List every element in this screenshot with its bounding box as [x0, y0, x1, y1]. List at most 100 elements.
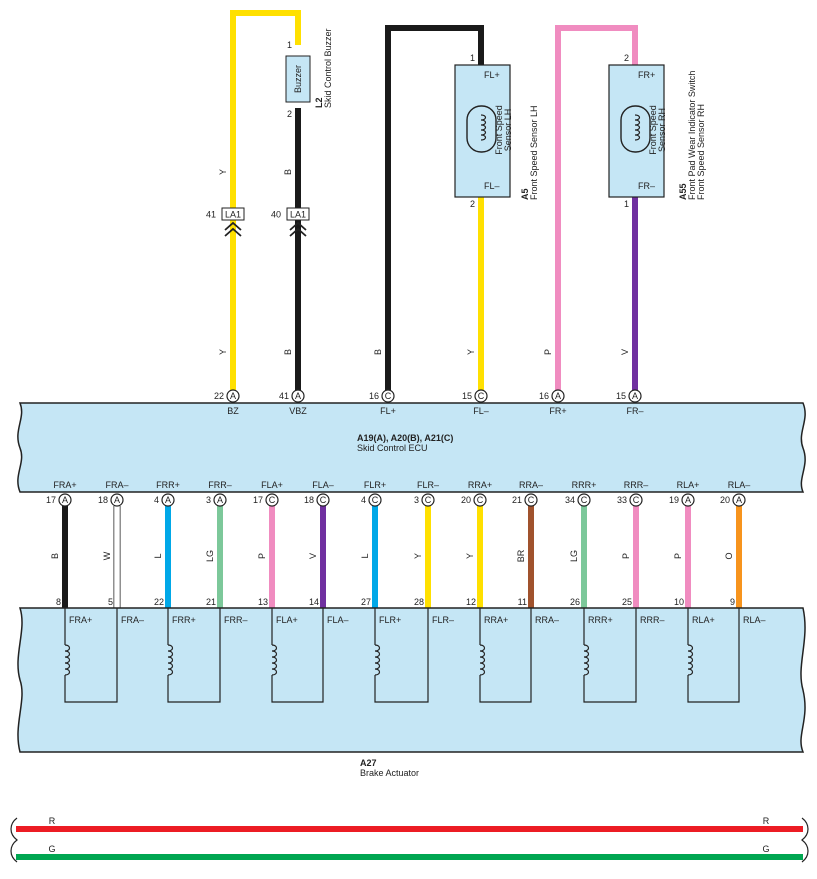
- skid-control-buzzer: Buzzer 1 2 L2 Skid Control Buzzer: [285, 28, 333, 119]
- wire-color-label: P: [621, 553, 631, 559]
- actuator-pin: 28: [414, 597, 424, 607]
- actuator-terminal-label: RRR–: [640, 615, 665, 625]
- actuator-pin: 21: [206, 597, 216, 607]
- actuator-wires: FRA+A17B8FRA–A18W5FRR+A4L22FRR–A3LG21FLA…: [46, 480, 750, 608]
- sensor-term-top: FR+: [638, 70, 655, 80]
- connector-circle: [551, 389, 565, 403]
- actuator-pin: 5: [108, 597, 113, 607]
- wire-fr-plus-p: [555, 25, 638, 393]
- sensor-inner-label: Sensor RH: [657, 108, 667, 152]
- actuator-terminal-label: RRA+: [484, 615, 508, 625]
- wire-color-label: V: [620, 349, 630, 355]
- wire-color-label: Y: [218, 349, 228, 355]
- actuator-terminal-label: FLR–: [432, 615, 454, 625]
- terminal-pin: 3: [206, 495, 211, 505]
- terminal-pin: 18: [304, 495, 314, 505]
- connector-letter: C: [581, 495, 588, 505]
- ecu-terminal-label: FRR–: [208, 480, 232, 490]
- connector-letter: A: [295, 391, 301, 401]
- connector-circle: [316, 493, 330, 507]
- front-speed-sensor-rh: FR+ FR– Front Speed Sensor RH 2 1 A55 Fr…: [608, 53, 706, 209]
- actuator-pin: 9: [730, 597, 735, 607]
- actuator-box: [17, 607, 806, 753]
- sensor-pin-top: 1: [470, 53, 475, 63]
- connector-circle: [473, 493, 487, 507]
- terminal-pin: 17: [253, 495, 263, 505]
- actuator-terminal-label: RLA+: [692, 615, 715, 625]
- connector-letter: C: [425, 495, 432, 505]
- solenoid-lead: [583, 608, 637, 703]
- sensor-pin-bottom: 2: [470, 199, 475, 209]
- coil-housing: [620, 105, 651, 153]
- actuator-terminal-label: FLA+: [276, 615, 298, 625]
- actuator-name: Brake Actuator: [360, 768, 419, 778]
- connector-letter: C: [320, 495, 327, 505]
- top-wire-color-labels: Y B Y B B Y P V: [218, 169, 630, 355]
- wire-color-label: P: [257, 553, 267, 559]
- skid-control-ecu: A19(A), A20(B), A21(C) Skid Control ECU …: [17, 389, 806, 493]
- ecu-terminal-label: RRA+: [468, 480, 492, 490]
- connector-letter: A: [736, 495, 742, 505]
- power-line-label: R: [763, 816, 770, 826]
- junction-pin: 40: [271, 210, 281, 220]
- connector-badge: C34: [565, 493, 591, 507]
- wire-color-label: B: [50, 553, 60, 559]
- terminal-pin: 16: [539, 391, 549, 401]
- connector-letter: C: [372, 495, 379, 505]
- ecu-terminal-label: FRA–: [105, 480, 128, 490]
- sensor-inner-label: Front Speed: [494, 105, 504, 155]
- wire-color-label: B: [283, 349, 293, 355]
- wire-color-label: P: [673, 553, 683, 559]
- terminal-pin: 17: [46, 495, 56, 505]
- brake-actuator: FRA+FRA–FRR+FRR–FLA+FLA–FLR+FLR–RRA+RRA–…: [17, 607, 806, 778]
- connector-badge: C 18: [304, 493, 330, 507]
- ecu-name: Skid Control ECU: [357, 443, 428, 453]
- terminal-pin: 15: [616, 391, 626, 401]
- actuator-pin: 11: [518, 597, 527, 607]
- sensor-inner-label: Front Speed: [648, 105, 658, 155]
- sensor-inner-label: Sensor LH: [503, 109, 513, 152]
- connector-badge: A19: [669, 493, 695, 507]
- wire-color-label: LG: [205, 550, 215, 562]
- terminal-pin: 4: [361, 495, 366, 505]
- wire-color-label: LG: [569, 550, 579, 562]
- connector-letter: A: [165, 495, 171, 505]
- connector-badge: C20: [461, 493, 487, 507]
- connector-badge: A22: [214, 389, 240, 403]
- connector-letter: A: [632, 391, 638, 401]
- ecu-terminal-label: RRR–: [624, 480, 649, 490]
- ecu-terminal-label: FL+: [380, 406, 396, 416]
- actuator-pin: 14: [309, 597, 319, 607]
- ecu-terminal-label: RLA–: [728, 480, 751, 490]
- wire-color-label: BR: [516, 549, 526, 562]
- front-speed-sensor-lh: FL+ FL– Front Speed Sensor LH 1 2 A5 Fro…: [454, 53, 539, 209]
- terminal-pin: 33: [617, 495, 627, 505]
- actuator-pin: 13: [258, 597, 268, 607]
- connector-badge: A41: [279, 389, 305, 403]
- actuator-pin: 8: [56, 597, 61, 607]
- terminal-pin: 4: [154, 495, 159, 505]
- sensor-term-bottom: FR–: [638, 181, 655, 191]
- connector-letter: A: [555, 391, 561, 401]
- connector-circle: [213, 493, 227, 507]
- junction-name: LA1: [290, 210, 306, 220]
- solenoid: [64, 608, 118, 703]
- buzzer-name: Skid Control Buzzer: [323, 28, 333, 108]
- wire-color-label: L: [360, 553, 370, 558]
- wire-bz-y: [230, 10, 301, 393]
- wire-color-label: O: [724, 552, 734, 559]
- sensor-name: Front Speed Sensor LH: [529, 105, 539, 200]
- actuator-solenoids: FRA+FRA–FRR+FRR–FLA+FLA–FLR+FLR–RRA+RRA–…: [64, 608, 766, 703]
- junction-connector-41: LA1 41: [206, 207, 245, 237]
- sensor-pin-top: 2: [624, 53, 629, 63]
- connector-badge: C16: [369, 389, 395, 403]
- ecu-terminal-label: FR+: [549, 406, 566, 416]
- ecu-terminal-label: FLA–: [312, 480, 334, 490]
- sensor-box: [454, 64, 511, 198]
- actuator-pin: 27: [361, 597, 371, 607]
- connector-letter: C: [528, 495, 535, 505]
- coil-icon: [687, 644, 694, 676]
- actuator-terminal-label: FRR–: [224, 615, 248, 625]
- connector-badge: C4: [361, 493, 382, 507]
